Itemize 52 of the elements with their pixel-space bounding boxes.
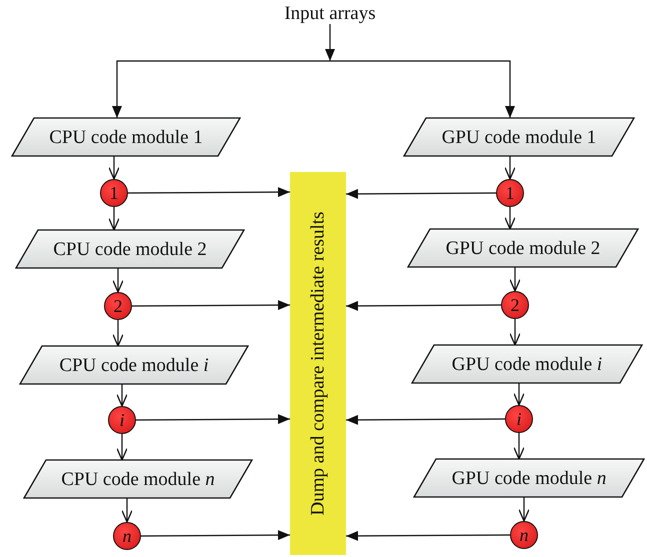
module-label: CPU code module i	[59, 356, 209, 374]
compare-bar	[290, 172, 346, 555]
arrow	[112, 320, 124, 347]
checkpoint-circle	[501, 291, 529, 319]
arrow	[518, 497, 530, 522]
checkpoint-circle	[104, 292, 132, 320]
arrow	[128, 187, 290, 198]
arrow	[504, 156, 516, 180]
arrow	[116, 384, 128, 407]
arrow	[136, 414, 290, 424]
input-label: Input arrays	[284, 4, 376, 22]
module-label: CPU code module 2	[53, 240, 207, 258]
checkpoint-circle	[510, 521, 538, 549]
module-label: GPU code module 2	[446, 238, 600, 258]
module-label: GPU code module i	[452, 354, 602, 374]
arrow	[121, 498, 133, 523]
checkpoint-circle	[113, 522, 141, 550]
checkpoint-label: n	[122, 527, 132, 545]
arrow	[112, 268, 124, 293]
arrow	[513, 433, 525, 460]
checkpoint-label: 2	[114, 297, 122, 315]
arrow	[108, 156, 120, 180]
checkpoint-label: 1	[506, 184, 514, 202]
checkpoint-label: i	[516, 410, 522, 428]
checkpoint-circle	[108, 406, 136, 434]
checkpoint-label: 1	[110, 184, 118, 202]
checkpoint-circle	[496, 179, 524, 207]
arrow	[330, 60, 515, 118]
module-label: GPU code module 1	[442, 128, 596, 146]
arrow	[141, 530, 290, 540]
arrow	[509, 267, 521, 292]
arrow	[346, 188, 496, 199]
arrow	[513, 383, 525, 406]
module-label: CPU code module 1	[49, 128, 203, 146]
arrow	[112, 60, 330, 118]
arrow	[346, 300, 501, 311]
compare-label: Dump and compare intermediate results	[308, 212, 328, 516]
arrow	[346, 414, 505, 425]
arrow	[325, 24, 335, 61]
module-label: CPU code module n	[61, 470, 215, 488]
checkpoint-label: i	[119, 411, 124, 429]
arrow	[108, 207, 120, 231]
checkpoint-circle	[100, 179, 128, 207]
arrow	[504, 207, 516, 230]
arrow	[346, 530, 510, 541]
arrow	[509, 319, 521, 346]
module-label: GPU code module n	[452, 468, 606, 488]
arrow	[132, 300, 290, 310]
arrow	[116, 434, 128, 461]
checkpoint-label: 2	[510, 296, 520, 314]
checkpoint-label: n	[520, 526, 528, 544]
checkpoint-circle	[505, 405, 533, 433]
